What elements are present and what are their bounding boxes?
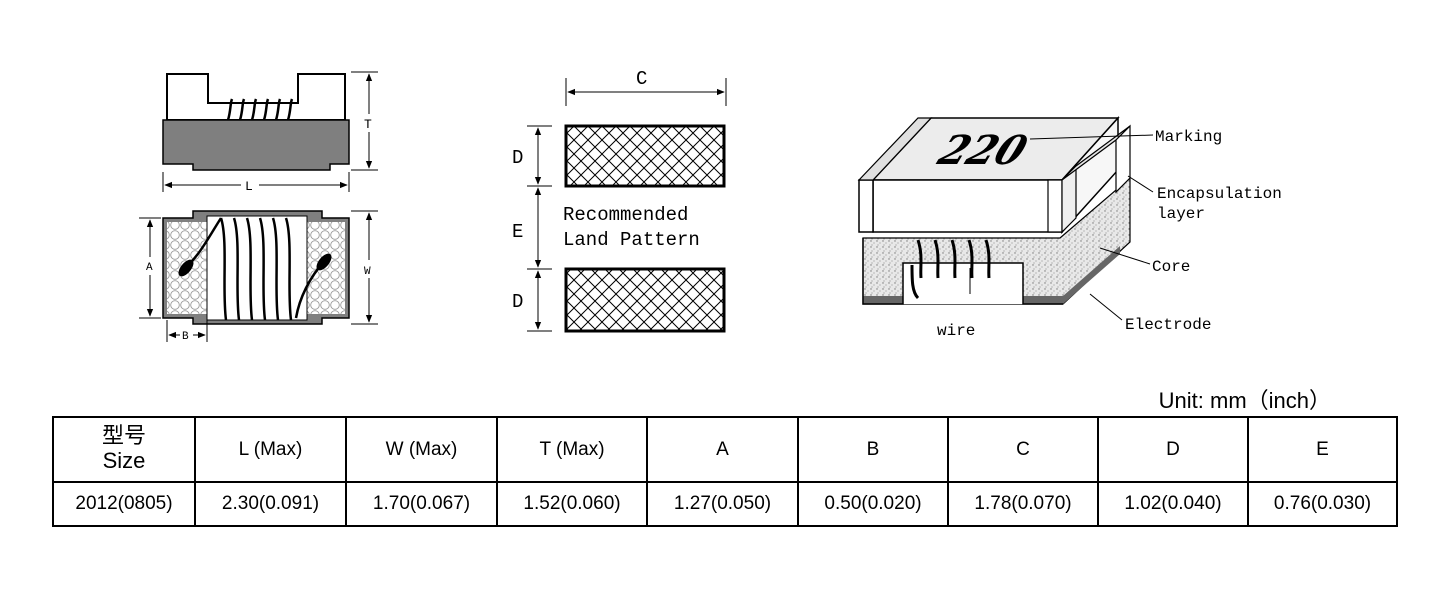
land-pattern-diagram: C D E D Recommended Land Pattern bbox=[512, 68, 727, 333]
side-view: T L bbox=[162, 71, 378, 194]
cell-d: 1.02(0.040) bbox=[1097, 481, 1249, 527]
header-size: 型号 Size bbox=[52, 416, 196, 483]
land-pattern-caption-line1: Recommended bbox=[563, 204, 688, 226]
dim-E-label: E bbox=[512, 221, 523, 243]
header-t-max: T (Max) bbox=[496, 416, 648, 483]
bottom-view: A W B bbox=[139, 210, 378, 343]
label-electrode: Electrode bbox=[1125, 316, 1211, 334]
cell-size: 2012(0805) bbox=[52, 481, 196, 527]
header-size-zh: 型号 bbox=[101, 423, 146, 449]
header-l-max: L (Max) bbox=[194, 416, 347, 483]
header-size-en: Size bbox=[102, 447, 146, 473]
dim-D-top-label: D bbox=[512, 147, 523, 169]
label-marking: Marking bbox=[1155, 128, 1222, 146]
header-c: C bbox=[947, 416, 1099, 483]
land-pattern-caption-line2: Land Pattern bbox=[563, 229, 700, 251]
dim-L-label: L bbox=[245, 179, 253, 194]
label-encapsulation-line1: Encapsulation bbox=[1157, 185, 1282, 203]
marking-text: 220 bbox=[931, 127, 1035, 174]
cell-t-max: 1.52(0.060) bbox=[496, 481, 648, 527]
table-row: 2012(0805) 2.30(0.091) 1.70(0.067) 1.52(… bbox=[52, 481, 1398, 527]
cell-w-max: 1.70(0.067) bbox=[345, 481, 498, 527]
label-wire: wire bbox=[937, 322, 975, 340]
cell-c: 1.78(0.070) bbox=[947, 481, 1099, 527]
label-core: Core bbox=[1152, 258, 1190, 276]
cell-l-max: 2.30(0.091) bbox=[194, 481, 347, 527]
header-b: B bbox=[797, 416, 949, 483]
header-a: A bbox=[646, 416, 799, 483]
dimensions-table: 型号 Size L (Max) W (Max) T (Max) A B C D … bbox=[52, 416, 1398, 527]
label-encapsulation-line2: layer bbox=[1157, 205, 1205, 223]
table-header-row: 型号 Size L (Max) W (Max) T (Max) A B C D … bbox=[52, 416, 1398, 483]
dim-D-bottom-label: D bbox=[512, 291, 523, 313]
header-e: E bbox=[1247, 416, 1398, 483]
cell-b: 0.50(0.020) bbox=[797, 481, 949, 527]
cell-a: 1.27(0.050) bbox=[646, 481, 799, 527]
dimension-drawings: T L A W bbox=[139, 68, 1282, 343]
unit-label: Unit: mm（inch） bbox=[1158, 388, 1331, 413]
cell-e: 0.76(0.030) bbox=[1247, 481, 1398, 527]
header-w-max: W (Max) bbox=[345, 416, 498, 483]
dim-A-label: A bbox=[146, 262, 153, 274]
dim-T-label: T bbox=[364, 117, 372, 132]
dim-W-label: W bbox=[364, 266, 371, 278]
header-d: D bbox=[1097, 416, 1249, 483]
dim-B-label: B bbox=[182, 331, 189, 343]
component-3d-view: 220 Marking Encapsulation layer Core Ele… bbox=[857, 116, 1282, 340]
dim-C-label: C bbox=[636, 68, 647, 90]
